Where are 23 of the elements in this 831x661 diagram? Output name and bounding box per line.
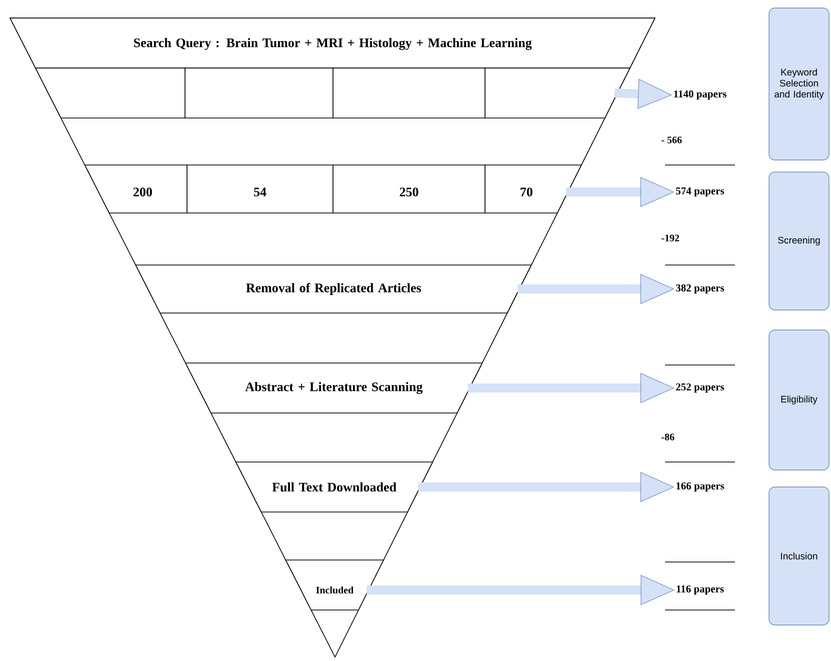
stage-box: Inclusion — [768, 486, 830, 626]
stage-box: Keyword Selection and Identity — [768, 8, 830, 160]
table-cell — [332, 68, 486, 118]
table-cell — [484, 68, 630, 118]
count-change: -86 — [662, 434, 674, 440]
paper-count: 574 papers — [676, 187, 724, 197]
paper-count: 382 papers — [676, 284, 724, 294]
table-cell — [184, 68, 334, 118]
count-change: - 566 — [662, 136, 682, 144]
table-cell: 54 — [186, 164, 334, 214]
funnel-band: Included — [285, 560, 384, 610]
table-cell: 250 — [332, 164, 486, 214]
stage-box: Screening — [768, 172, 830, 310]
funnel-band: Abstract + Literature Scanning — [185, 362, 483, 414]
count-change: -192 — [662, 234, 680, 242]
funnel-band: Search Query : Brain Tumor + MRI + Histology + Machine Learning — [10, 18, 656, 68]
table-cell: 70 — [484, 164, 582, 214]
paper-count: 166 papers — [676, 482, 724, 492]
funnel-band: Removal of Replicated Articles — [135, 264, 532, 314]
stage-box: Eligibility — [768, 330, 830, 470]
paper-count: 252 papers — [676, 383, 724, 393]
paper-count: 116 papers — [676, 585, 724, 595]
paper-count: 1140 papers — [674, 90, 726, 100]
